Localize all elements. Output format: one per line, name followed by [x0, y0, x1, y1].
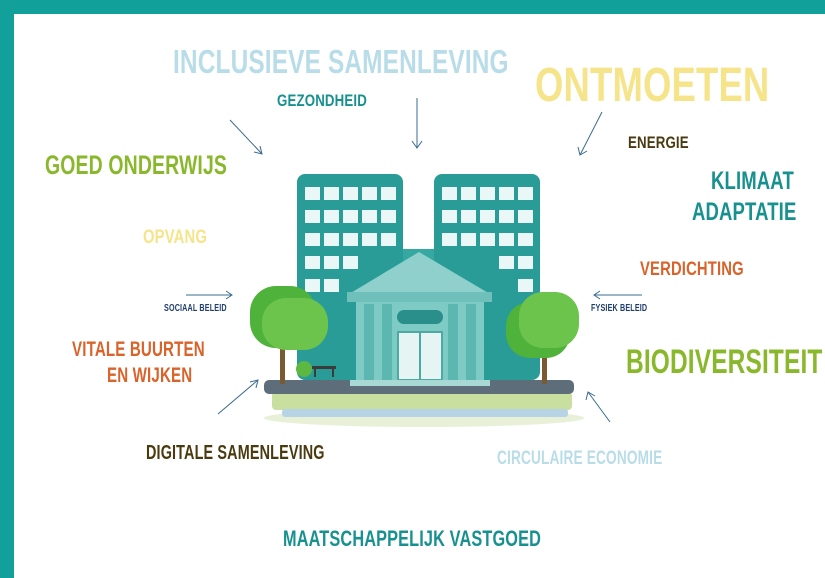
label-gezondheid: GEZONDHEID	[277, 91, 367, 110]
right-tower-windows	[442, 187, 533, 292]
right-tree	[506, 292, 579, 384]
label-fysiek-beleid: FYSIEK BELEID	[591, 303, 648, 314]
label-biodiversiteit: BIODIVERSITEIT	[626, 343, 823, 381]
lawn	[272, 392, 572, 410]
label-verdichting: VERDICHTING	[640, 259, 744, 280]
label-inclusieve-samenleving: INCLUSIEVE SAMENLEVING	[173, 43, 509, 80]
arrows	[186, 98, 642, 423]
label-opvang: OPVANG	[143, 227, 208, 248]
building-illustration	[186, 98, 642, 427]
temple-columns	[364, 304, 476, 380]
pediment	[349, 252, 490, 294]
diagram-panel: INCLUSIEVE SAMENLEVING GEZONDHEID ONTMOE…	[14, 14, 825, 578]
label-adaptatie: ADAPTATIE	[692, 198, 797, 226]
water-strip	[282, 409, 568, 417]
label-ontmoeten: ONTMOETEN	[535, 59, 770, 112]
label-energie: ENERGIE	[628, 133, 689, 152]
left-tree	[250, 286, 328, 384]
left-tower-windows	[305, 187, 396, 292]
entablature	[347, 292, 492, 302]
label-circulaire-economie: CIRCULAIRE ECONOMIE	[497, 448, 663, 469]
temple-steps	[350, 380, 490, 386]
label-en-wijken: EN WIJKEN	[107, 364, 193, 387]
temple-sign	[397, 310, 443, 324]
label-digitale-samenleving: DIGITALE SAMENLEVING	[146, 442, 325, 464]
label-klimaat: KLIMAAT	[711, 167, 794, 195]
bench	[312, 366, 336, 369]
footer-title: MAATSCHAPPELIJK VASTGOED	[283, 526, 542, 551]
label-sociaal-beleid: SOCIAAL BELEID	[164, 303, 227, 314]
base-slab	[264, 380, 574, 394]
label-vitale-buurten: VITALE BUURTEN	[72, 338, 205, 361]
label-goed-onderwijs: GOED ONDERWIJS	[45, 150, 228, 180]
